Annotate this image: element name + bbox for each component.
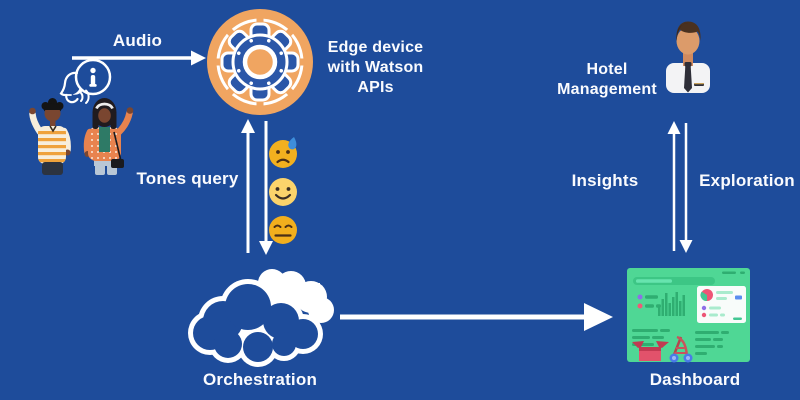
manager-avatar-icon [666,21,710,93]
hotel-management-label-line2: Management [557,81,657,98]
audio-label: Audio [112,31,163,50]
edge-device-label-line1: Edge device [327,39,424,56]
gear-icon [207,9,313,115]
cloud-icon [188,269,334,367]
tones-query-label: Tones query [136,169,239,188]
exploration-label: Exploration [699,171,795,190]
edge-device-label-line3: APIs [357,79,394,96]
neutral-emoji-icon [269,216,297,244]
audio-arrow [72,50,206,66]
tones-query-arrows [241,119,273,255]
guests-illustration [29,98,134,175]
insights-exploration-arrows [667,121,693,253]
info-speech-bubble-icon [59,58,112,104]
orchestration-label: Orchestration [202,370,318,389]
edge-device-label: Edge device with Watson APIs [318,38,433,98]
edge-device-label-line2: with Watson [327,59,424,76]
dashboard-illustration [627,268,750,363]
sad-sweat-emoji-icon [269,137,297,168]
insights-label: Insights [571,171,639,190]
happy-emoji-icon [269,178,297,206]
hotel-management-label: Hotel Management [548,60,666,100]
dashboard-label: Dashboard [649,370,741,389]
hotel-management-label-line1: Hotel [586,61,628,78]
flow-arrow [340,303,613,331]
info-icon [90,67,96,74]
